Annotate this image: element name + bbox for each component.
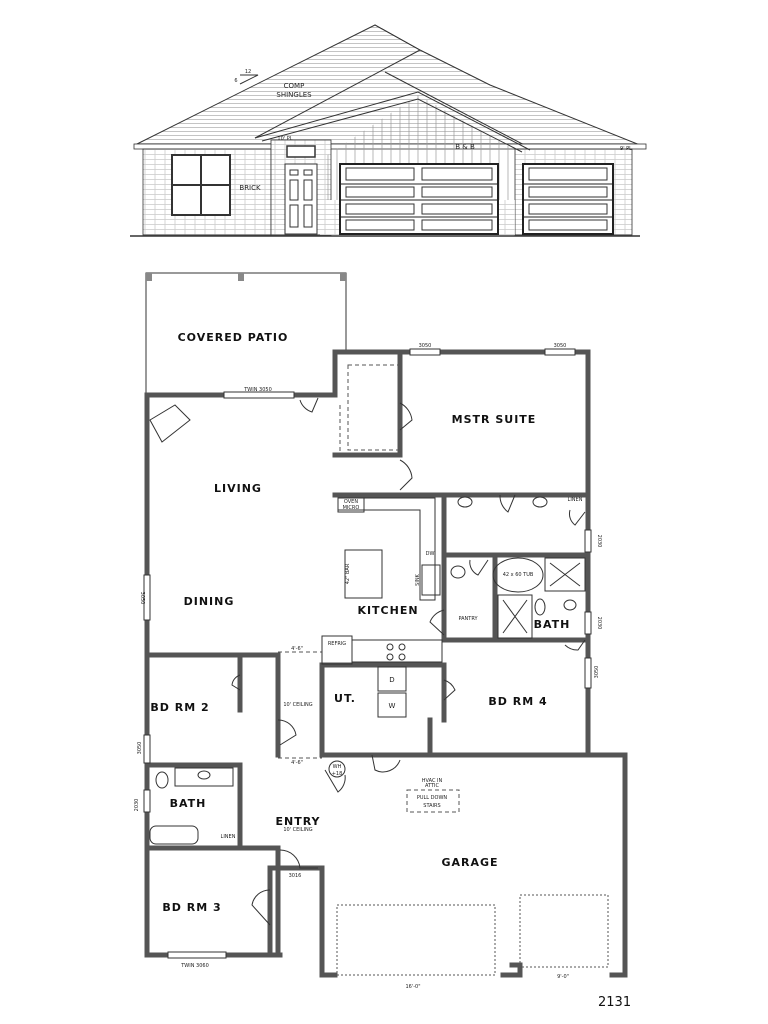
window-3050-a: 3050 [419, 343, 432, 349]
roof-material-label-2: SHINGLES [276, 91, 312, 99]
transom-window [286, 145, 316, 158]
bar-label: 42" BAR [345, 563, 351, 584]
room-label-bedroom-2: BD RM 2 [150, 701, 209, 714]
window-3050-bd2: 3050 [137, 742, 143, 755]
tub-label: 42 x 60 TUB [503, 572, 534, 578]
window-2030-bath: 2030 [134, 799, 140, 812]
plate-height-right: 9' PL [620, 146, 632, 152]
window-3050-b: 3050 [554, 343, 567, 349]
room-label-dining: DINING [184, 595, 235, 608]
wall-material-label: BRICK [239, 184, 261, 192]
room-label-bedroom-4: BD RM 4 [488, 695, 547, 708]
floor-plan: COVERED PATIO MSTR SUITE LIVING DINING K… [134, 272, 628, 990]
window-twin-3050: TWIN 3050 [243, 387, 272, 393]
plan-number: 2131 [598, 995, 631, 1010]
micro-label: MICRO [343, 505, 360, 511]
door-3016: 3016 [289, 873, 302, 879]
sink-label: SINK [415, 573, 421, 585]
washer-label: W [389, 702, 396, 710]
room-label-bath: BATH [170, 797, 207, 810]
dishwasher-label: DW [426, 551, 435, 557]
oven-label: OVEN [344, 499, 358, 505]
siding-label: B & B [455, 143, 475, 151]
garage-door-single [522, 163, 614, 235]
covered-patio-outline [145, 272, 347, 395]
opening-width-1: 4'-6" [291, 646, 303, 652]
water-heater-label-2: +18 [332, 771, 343, 777]
pitch-run: 12 [245, 69, 251, 75]
refrigerator-label: REFRIG [328, 641, 346, 647]
window-2030-a: 2030 [596, 535, 602, 548]
garage-door-width-1: 16'-0" [405, 984, 420, 990]
window-3050-left: 3050 [139, 592, 145, 605]
window-3050-bd4: 3050 [594, 666, 600, 679]
pantry-label: PANTRY [458, 616, 478, 622]
room-label-garage: GARAGE [441, 856, 498, 869]
garage-door-width-2: 9'-0" [557, 974, 569, 980]
hvac-note-2: ATTIC [425, 783, 440, 789]
ceiling-note-entry: 10' CEILING [283, 827, 312, 833]
garage-door-double [339, 163, 499, 235]
room-label-utility: UT. [334, 692, 356, 705]
window-twin-3060: TWIN 3060 [180, 963, 209, 969]
pitch-rise: 6 [234, 78, 237, 84]
plate-height-left: 10' PL [277, 136, 292, 142]
water-heater-label: WH [333, 764, 342, 770]
dryer-label: D [389, 676, 394, 684]
front-elevation: 6 12 COMP SHINGLES BRICK B & B 10' PL 9'… [130, 24, 647, 237]
room-label-covered-patio: COVERED PATIO [178, 331, 289, 344]
room-label-entry: ENTRY [275, 815, 320, 828]
opening-width-2: 4'-6" [291, 760, 303, 766]
room-label-living: LIVING [214, 482, 262, 495]
window-2030-b: 2030 [596, 617, 602, 630]
room-label-master-bath: BATH [534, 618, 571, 631]
ceiling-note-hall: 10' CEILING [283, 702, 312, 708]
pull-down-stairs-label-2: STAIRS [423, 803, 440, 809]
linen-label-hall: LINEN [221, 834, 236, 840]
hvac-note: HVAC IN [422, 778, 443, 784]
pull-down-stairs-label: PULL DOWN [417, 795, 448, 801]
roof-material-label: COMP [284, 82, 305, 90]
room-label-master-suite: MSTR SUITE [452, 413, 537, 426]
linen-label-master: LINEN [568, 497, 583, 503]
room-label-bedroom-3: BD RM 3 [162, 901, 221, 914]
room-label-kitchen: KITCHEN [357, 604, 418, 617]
